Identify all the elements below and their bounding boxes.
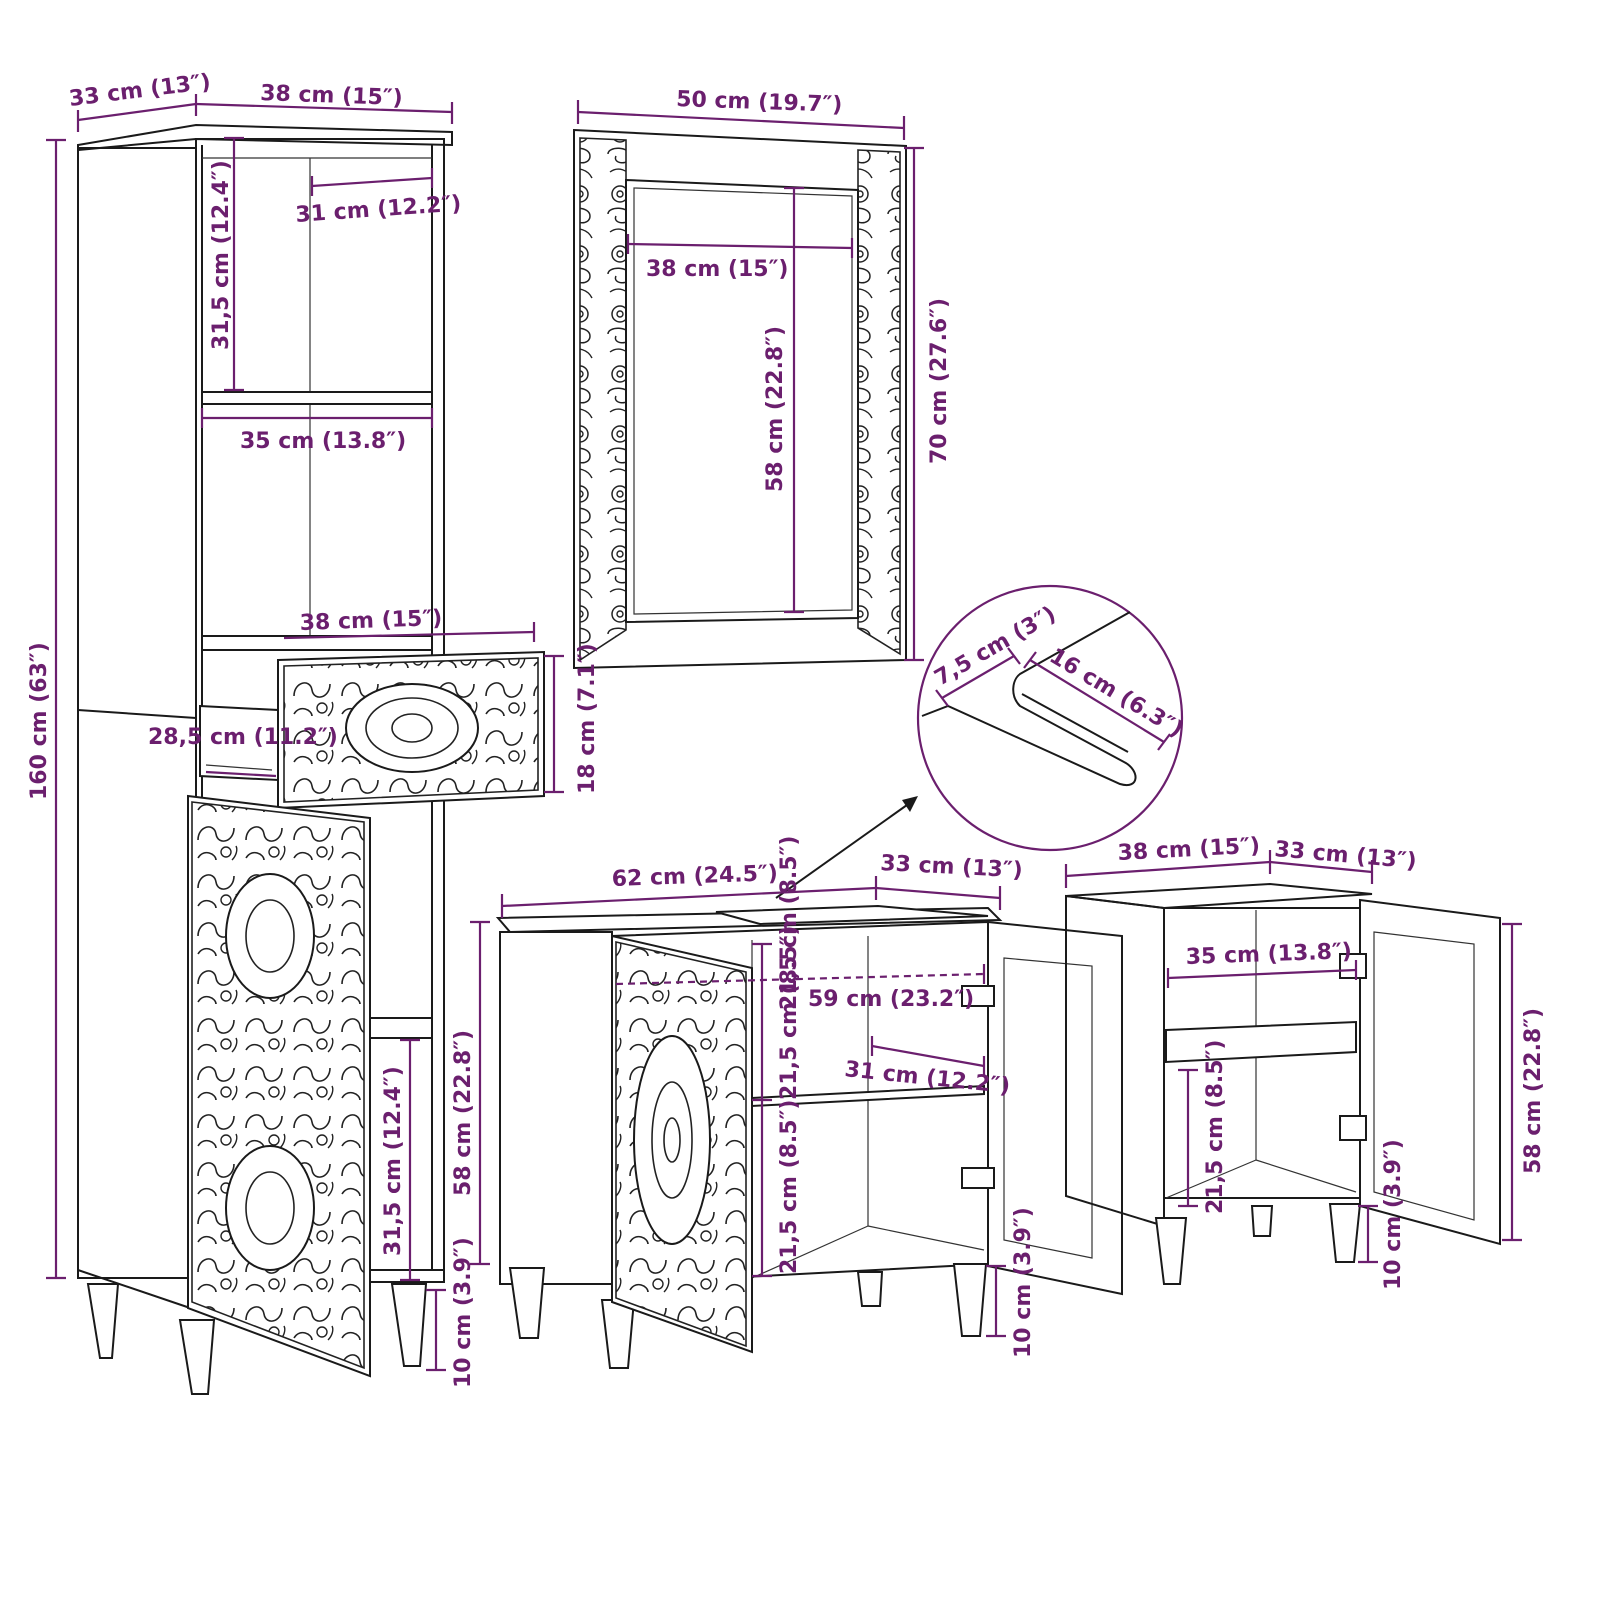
sink-cabinet [495, 904, 1123, 1369]
small-cabinet [1065, 882, 1501, 1285]
mirror-inner-height-label: 58 cm (22.8″) [763, 326, 788, 492]
tall-lower-compartment-label: 31,5 cm (12.4″) [381, 1066, 406, 1256]
sink-width-label: 62 cm (24.5″) [611, 861, 778, 892]
mirror-outer-width-label: 50 cm (19.7″) [676, 87, 843, 118]
small-leg-height-label: 10 cm (3.9″) [1381, 1139, 1406, 1290]
mirror-inner-width-label: 38 cm (15″) [646, 257, 788, 282]
tall-cabinet-door [187, 794, 371, 1378]
small-compartment-label: 21,5 cm (8.5″) [1203, 1040, 1228, 1214]
sink-leg-height-label: 10 cm (3.9″) [1011, 1207, 1036, 1358]
tall-drawer-width-label: 38 cm (15″) [299, 606, 442, 636]
sink-cutout-detail [775, 584, 1184, 899]
sink-cabinet-right-door [961, 920, 1123, 1296]
tall-drawer-height-label: 18 cm (7.1″) [575, 643, 600, 794]
tall-shelf-width-label: 35 cm (13.8″) [240, 429, 406, 454]
mirror [573, 128, 907, 670]
small-cabinet-dimensions [1064, 850, 1522, 1264]
tall-total-height-label: 160 cm (63″) [27, 642, 52, 800]
tall-shelf-depth-label: 31 cm (12.2″) [295, 191, 462, 228]
small-width-label: 38 cm (15″) [1117, 834, 1261, 866]
sink-upper-compartment-label: 21,5 cm (8.5″) [777, 926, 802, 1100]
tall-cabinet-drawer [277, 650, 545, 810]
mirror-dimensions [576, 100, 924, 662]
tall-leg-height-label: 10 cm (3.9″) [451, 1237, 476, 1388]
tall-cabinet [77, 123, 545, 1395]
small-shelf-width-label: 35 cm (13.8″) [1185, 939, 1352, 970]
small-cabinet-door [1339, 898, 1501, 1246]
sink-lower-compartment-label: 21,5 cm (8.5″) [777, 1100, 802, 1274]
sink-depth-label: 33 cm (13″) [880, 851, 1024, 883]
sink-inner-width-label: 59 cm (23.2″) [808, 987, 974, 1012]
sink-cutout-height-label: 21,5 cm (8.5″) [777, 836, 802, 1010]
sink-cabinet-dimensions [470, 876, 1006, 1338]
tall-drawer-depth-label: 28,5 cm (11.2″) [148, 725, 338, 750]
tall-upper-compartment-label: 31,5 cm (12.4″) [209, 160, 234, 350]
mirror-outer-height-label: 70 cm (27.6″) [927, 298, 952, 464]
sink-height-label: 58 cm (22.8″) [451, 1030, 476, 1196]
sink-cabinet-left-door [611, 934, 753, 1354]
tall-width-label: 38 cm (15″) [260, 81, 403, 111]
small-height-label: 58 cm (22.8″) [1521, 1008, 1546, 1174]
tall-cabinet-dimensions [46, 94, 564, 1372]
